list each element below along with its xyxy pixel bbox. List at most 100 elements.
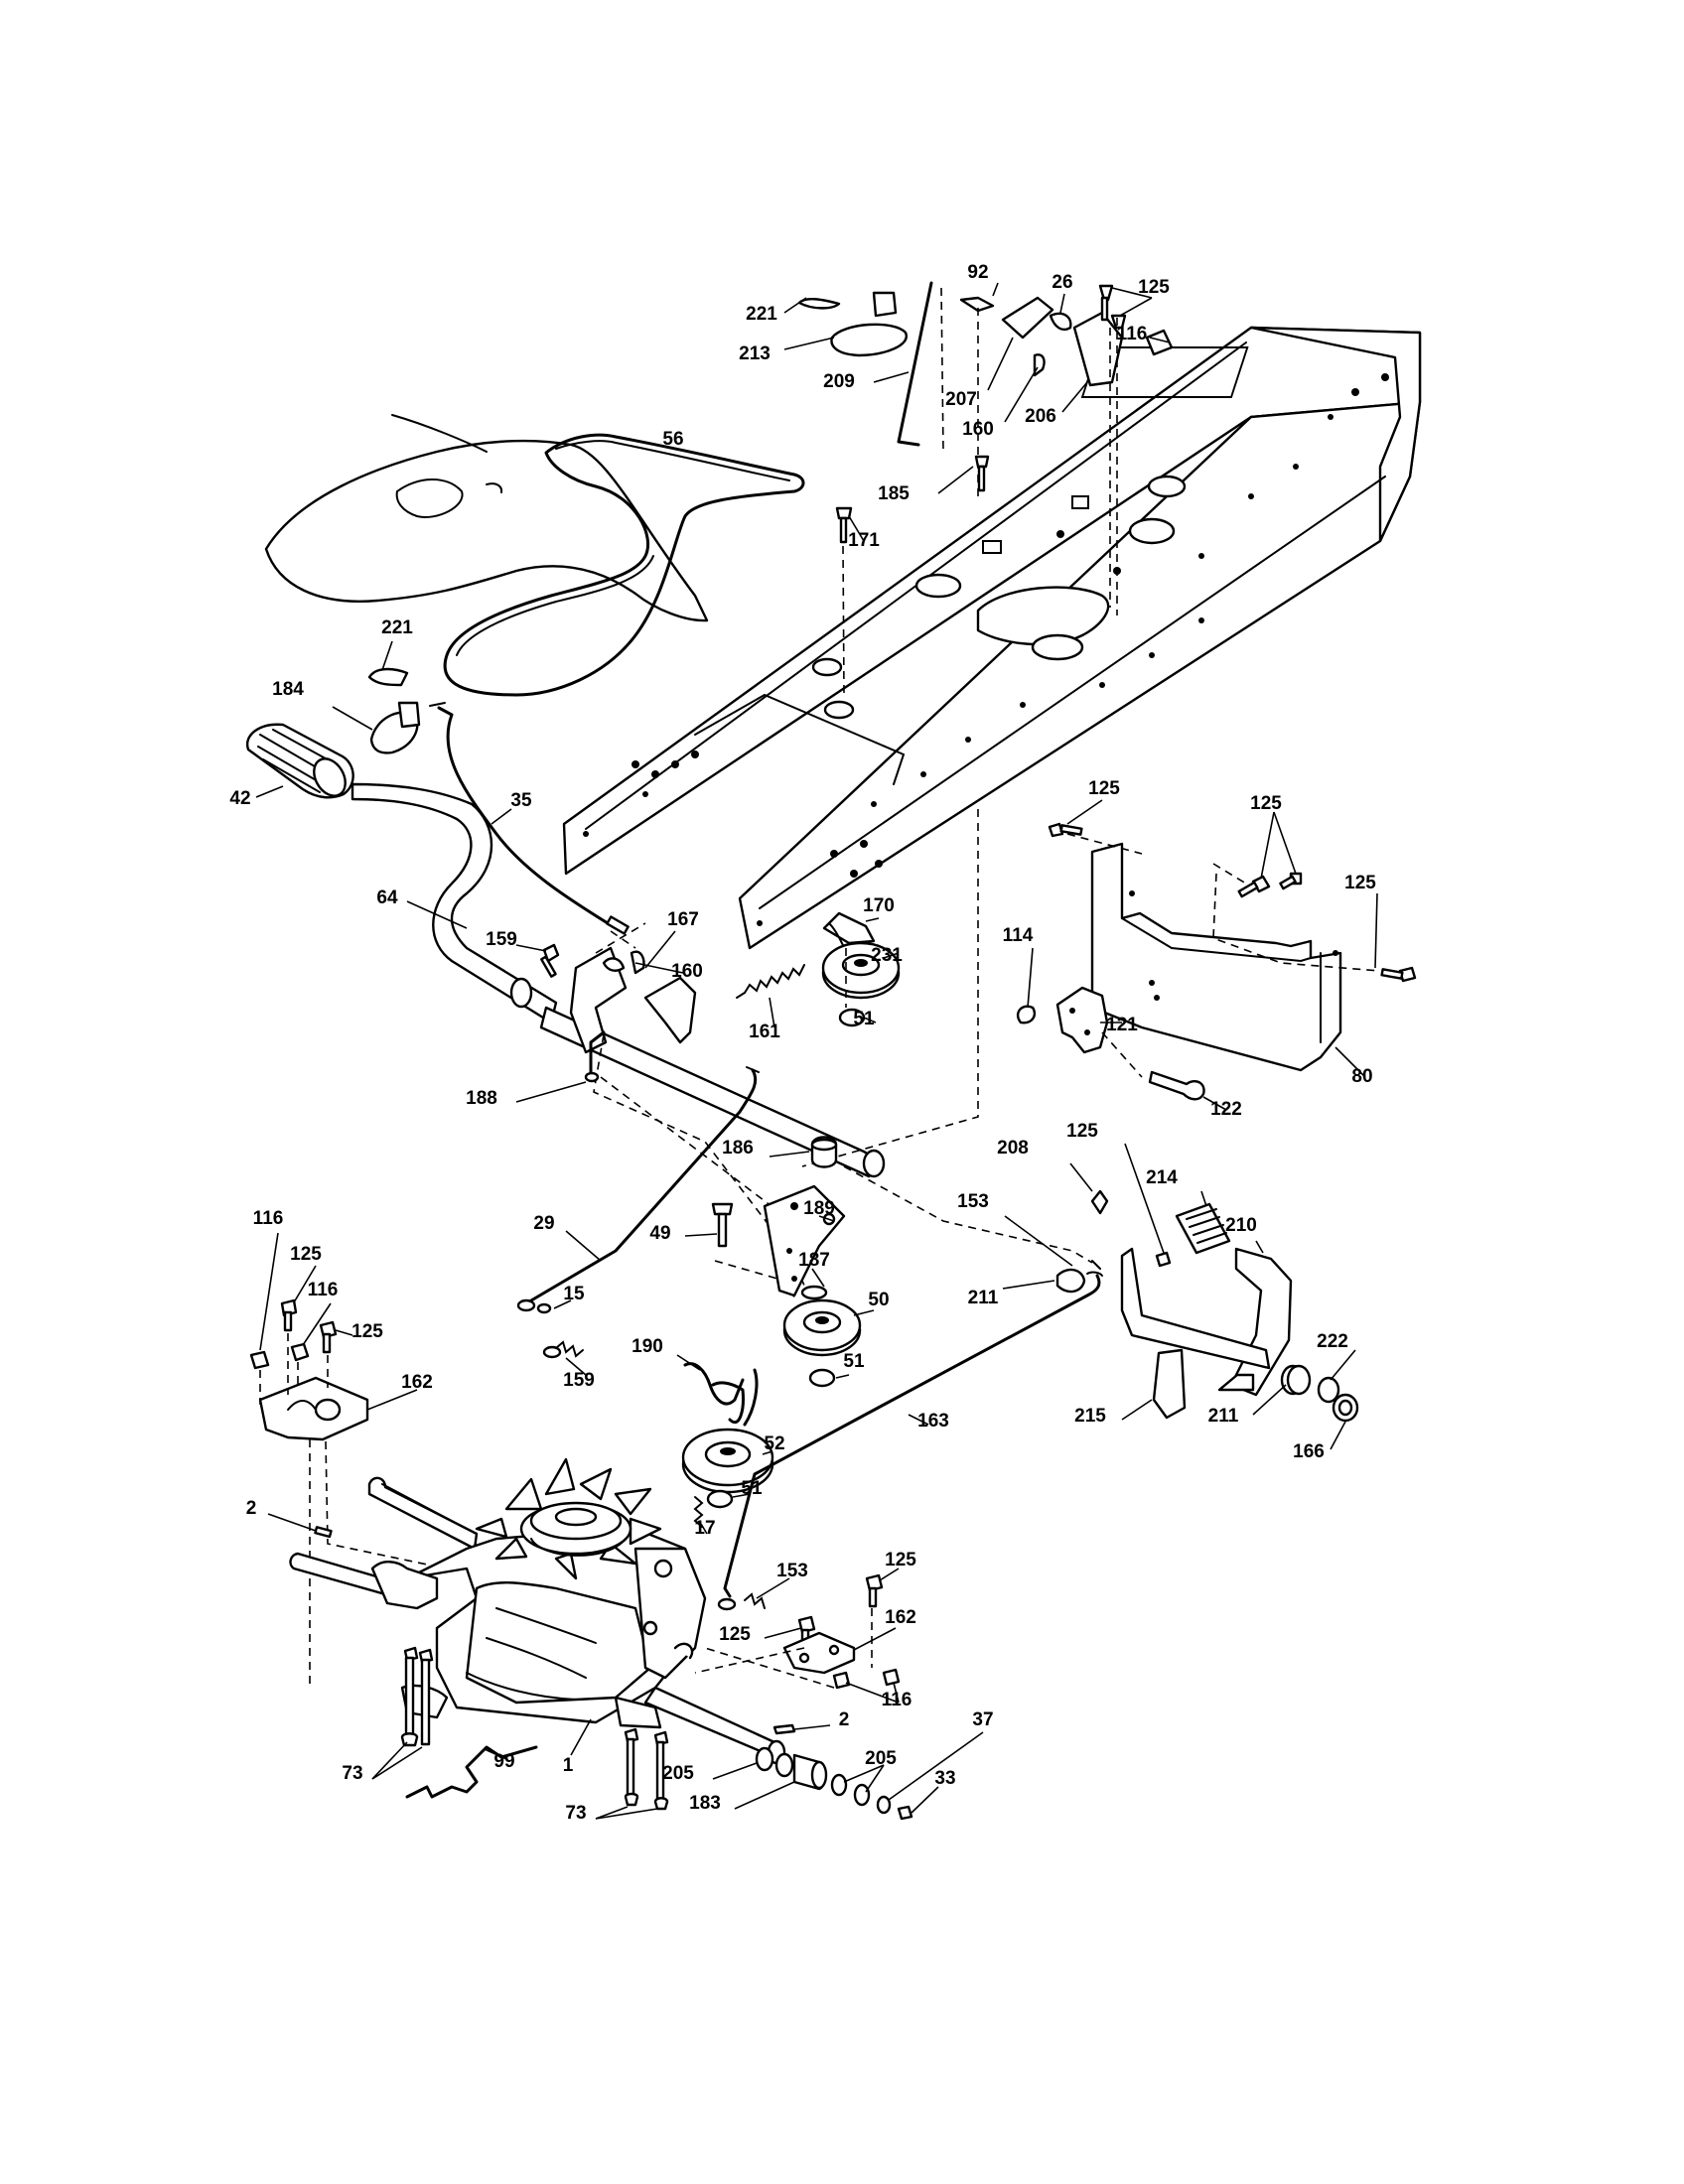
part-number-label: 64 — [376, 887, 398, 908]
part-number-label: 125 — [885, 1550, 916, 1570]
part-number-label: 187 — [798, 1250, 830, 1271]
part-number-label: 222 — [1317, 1331, 1348, 1352]
part-number-label: 114 — [1003, 925, 1034, 946]
part-number-label: 51 — [853, 1009, 875, 1029]
part-number-label: 80 — [1351, 1066, 1372, 1087]
part-number-label: 50 — [868, 1290, 889, 1310]
part-number-label: 185 — [878, 483, 910, 504]
part-number-label: 56 — [662, 429, 683, 450]
part-number-label: 167 — [667, 909, 699, 930]
part-number-label: 153 — [957, 1191, 989, 1212]
part-number-label: 125 — [1088, 778, 1120, 799]
part-number-label: 51 — [843, 1351, 865, 1372]
part-number-label: 231 — [871, 945, 903, 966]
shift-rods — [515, 1030, 760, 1376]
pulley-52 — [676, 1354, 774, 1535]
part-number-label: 205 — [662, 1763, 694, 1784]
drive-belt — [443, 433, 805, 697]
part-number-label: 161 — [749, 1022, 780, 1042]
part-number-label: 162 — [401, 1372, 433, 1393]
part-number-label: 37 — [972, 1709, 993, 1730]
part-number-label: 190 — [632, 1336, 663, 1357]
part-number-label: 205 — [865, 1748, 897, 1769]
part-number-label: 160 — [962, 419, 994, 440]
part-number-label: 213 — [739, 343, 771, 364]
part-number-label: 121 — [1106, 1015, 1138, 1035]
part-number-label: 42 — [229, 788, 250, 809]
part-number-label: 162 — [885, 1607, 916, 1628]
part-number-label: 125 — [1344, 873, 1376, 893]
part-number-label: 2 — [839, 1709, 850, 1730]
part-number-label: 153 — [776, 1561, 808, 1581]
part-number-label: 35 — [510, 790, 532, 811]
part-number-label: 125 — [290, 1244, 322, 1265]
shift-lever-parts — [245, 640, 421, 799]
bolts-185-171 — [835, 455, 990, 696]
spring-161 — [736, 964, 805, 1028]
part-number-label: 73 — [565, 1803, 586, 1824]
axle-bolts-73 — [371, 1646, 669, 1820]
part-number-label: 211 — [968, 1288, 999, 1308]
part-number-label: 159 — [486, 929, 517, 950]
part-number-label: 221 — [746, 304, 777, 325]
part-number-label: 209 — [823, 371, 855, 392]
part-number-label: 116 — [308, 1280, 339, 1300]
left-mount-bracket — [249, 1232, 438, 1688]
part-number-label: 33 — [934, 1768, 955, 1789]
idler-pulley-231 — [821, 911, 901, 1027]
part-number-label: 208 — [997, 1138, 1029, 1159]
part-number-label: 29 — [533, 1213, 554, 1234]
part-number-label: 163 — [917, 1411, 949, 1432]
part-number-label: 214 — [1146, 1167, 1178, 1188]
part-number-label: 189 — [803, 1198, 835, 1219]
part-number-label: 166 — [1293, 1441, 1325, 1462]
part-number-label: 221 — [381, 617, 413, 638]
lever-brackets — [509, 922, 697, 1054]
part-number-label: 207 — [945, 389, 977, 410]
part-number-label: 211 — [1208, 1406, 1239, 1427]
part-number-label: 17 — [694, 1518, 715, 1539]
part-number-label: 1 — [563, 1755, 574, 1776]
part-number-label: 116 — [253, 1208, 284, 1229]
part-number-label: 125 — [1066, 1121, 1098, 1142]
part-number-label: 125 — [719, 1624, 751, 1645]
part-number-label: 206 — [1025, 406, 1056, 427]
part-number-label: 116 — [882, 1690, 912, 1710]
cable-35 — [429, 702, 630, 935]
rod-163 — [717, 1260, 1101, 1611]
pulley-50 — [782, 1298, 875, 1388]
part-number-label: 215 — [1074, 1406, 1106, 1427]
part-number-label: 186 — [722, 1138, 754, 1159]
part-number-label: 52 — [764, 1433, 784, 1454]
part-number-label: 170 — [863, 895, 895, 916]
right-mount-bracket — [694, 1568, 901, 1704]
part-number-label: 26 — [1052, 272, 1072, 293]
lift-rod — [873, 281, 944, 453]
part-number-label: 51 — [741, 1478, 763, 1499]
bracket-189 — [684, 1136, 846, 1300]
part-number-label: 125 — [1250, 793, 1282, 814]
part-number-label: 73 — [342, 1763, 362, 1784]
side-panel-80 — [1016, 799, 1417, 1111]
transaxle-body — [289, 1476, 786, 1765]
part-number-label: 92 — [967, 262, 988, 283]
part-number-label: 116 — [1117, 324, 1148, 344]
shift-lever — [351, 782, 886, 1178]
part-number-label: 2 — [246, 1498, 257, 1519]
part-number-label: 125 — [351, 1321, 383, 1342]
part-number-label: 125 — [1138, 277, 1170, 298]
part-number-label: 49 — [649, 1223, 670, 1244]
brake-pedal-assembly — [1002, 1143, 1359, 1450]
part-number-label: 171 — [848, 530, 880, 551]
part-number-label: 184 — [272, 679, 304, 700]
cooling-fan — [475, 1457, 662, 1580]
main-frame — [562, 326, 1422, 950]
part-number-label: 159 — [563, 1370, 595, 1391]
right-axle-hardware — [267, 1513, 984, 1821]
latch-parts-top — [783, 291, 908, 357]
part-number-label: 183 — [689, 1793, 721, 1814]
part-number-label: 160 — [671, 961, 703, 982]
part-number-label: 210 — [1225, 1215, 1257, 1236]
